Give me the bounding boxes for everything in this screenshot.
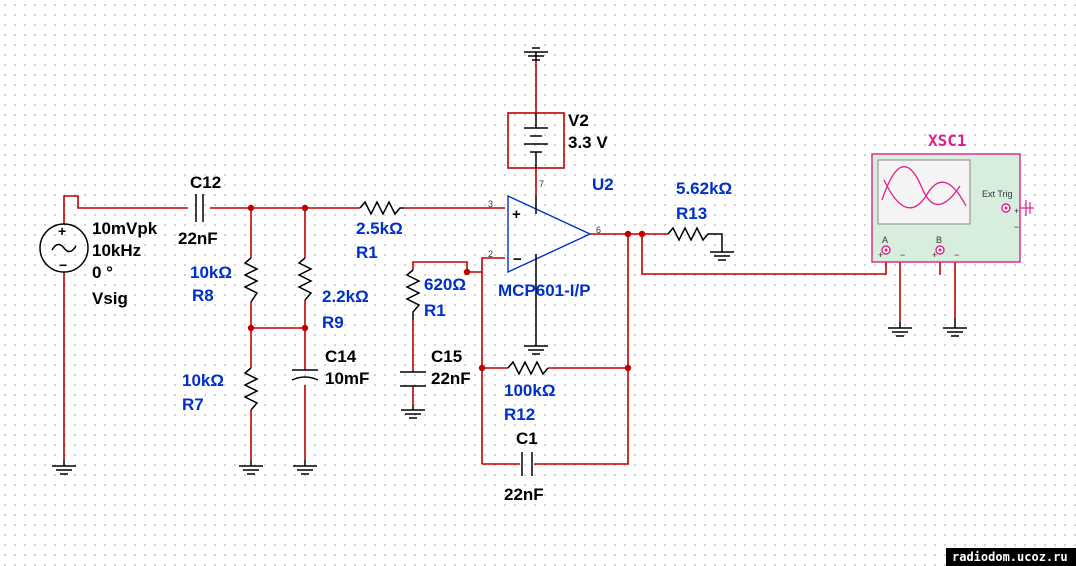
r1-feedback-value: 620Ω bbox=[424, 275, 466, 294]
resistor-r12-icon[interactable] bbox=[507, 360, 549, 376]
source-frequency: 10kHz bbox=[92, 241, 141, 260]
xsc1-channel-a: A bbox=[882, 235, 888, 245]
resistor-r1-input-icon[interactable] bbox=[359, 200, 404, 216]
r1-feedback-ref: R1 bbox=[424, 301, 446, 320]
r12-ref: R12 bbox=[504, 405, 535, 424]
capacitor-c1-icon[interactable] bbox=[521, 452, 533, 476]
c12-ref: C12 bbox=[190, 173, 221, 192]
v2-ref: V2 bbox=[568, 111, 589, 130]
c15-ref: C15 bbox=[431, 347, 462, 366]
source-amplitude: 10mVpk bbox=[92, 219, 158, 238]
labels: 10mVpk 10kHz 0 ° Vsig C12 22nF 10kΩ R8 2… bbox=[92, 111, 1013, 504]
r8-value: 10kΩ bbox=[190, 263, 232, 282]
c15-value: 22nF bbox=[431, 369, 471, 388]
source-phase: 0 ° bbox=[92, 263, 113, 282]
pin-3: 3 bbox=[488, 199, 493, 209]
svg-text:+: + bbox=[58, 223, 66, 239]
r13-value: 5.62kΩ bbox=[676, 179, 732, 198]
svg-text:−: − bbox=[513, 251, 522, 268]
r1-input-ref: R1 bbox=[356, 243, 378, 262]
pin-7: 7 bbox=[539, 179, 544, 189]
r8-ref: R8 bbox=[192, 286, 214, 305]
pin-6: 6 bbox=[596, 225, 601, 235]
r13-ref: R13 bbox=[676, 204, 707, 223]
watermark-text: radiodom.ucoz.ru bbox=[952, 550, 1068, 564]
r12-value: 100kΩ bbox=[504, 381, 555, 400]
capacitor-c12-icon[interactable] bbox=[195, 194, 204, 222]
svg-text:−: − bbox=[954, 250, 959, 260]
oscilloscope-xsc1[interactable]: + − + − + − bbox=[871, 153, 1034, 263]
battery-v2-icon[interactable] bbox=[507, 112, 565, 169]
xsc1-channel-b: B bbox=[936, 235, 942, 245]
svg-text:+: + bbox=[932, 250, 937, 260]
u2-part: MCP601-I/P bbox=[498, 281, 591, 300]
xsc1-ext-trig: Ext Trig bbox=[982, 189, 1013, 199]
c14-value: 10mF bbox=[325, 369, 369, 388]
resistor-r9-icon[interactable] bbox=[297, 257, 313, 301]
c1-value: 22nF bbox=[504, 485, 544, 504]
watermark-bar: radiodom.ucoz.ru bbox=[946, 548, 1076, 566]
source-name: Vsig bbox=[92, 289, 128, 308]
capacitor-c15-icon[interactable] bbox=[400, 371, 426, 387]
r1-input-value: 2.5kΩ bbox=[356, 219, 403, 238]
capacitor-c14-icon[interactable] bbox=[291, 369, 319, 381]
r9-ref: R9 bbox=[322, 313, 344, 332]
wires bbox=[63, 60, 956, 465]
c14-ref: C14 bbox=[325, 347, 357, 366]
ground-icons bbox=[52, 47, 967, 475]
resistor-r1-feedback-icon[interactable] bbox=[405, 269, 421, 320]
r7-value: 10kΩ bbox=[182, 371, 224, 390]
resistor-r7-icon[interactable] bbox=[243, 367, 259, 411]
xsc1-ref: XSC1 bbox=[928, 131, 967, 150]
opamp-u2-icon[interactable]: + − bbox=[507, 194, 592, 340]
pin-2: 2 bbox=[488, 249, 493, 259]
c12-value: 22nF bbox=[178, 229, 218, 248]
u2-ref: U2 bbox=[592, 175, 614, 194]
r9-value: 2.2kΩ bbox=[322, 287, 369, 306]
signal-source-icon[interactable]: + − bbox=[39, 223, 89, 273]
junctions bbox=[247, 204, 646, 372]
svg-text:+: + bbox=[878, 250, 883, 260]
svg-text:−: − bbox=[900, 250, 905, 260]
resistor-r8-icon[interactable] bbox=[243, 257, 259, 303]
v2-value: 3.3 V bbox=[568, 133, 608, 152]
r7-ref: R7 bbox=[182, 395, 204, 414]
svg-text:−: − bbox=[1014, 222, 1019, 232]
resistor-r13-icon[interactable] bbox=[667, 226, 723, 248]
svg-text:−: − bbox=[59, 257, 67, 273]
svg-text:+: + bbox=[1014, 206, 1019, 216]
svg-text:+: + bbox=[512, 206, 521, 223]
c1-ref: C1 bbox=[516, 429, 538, 448]
